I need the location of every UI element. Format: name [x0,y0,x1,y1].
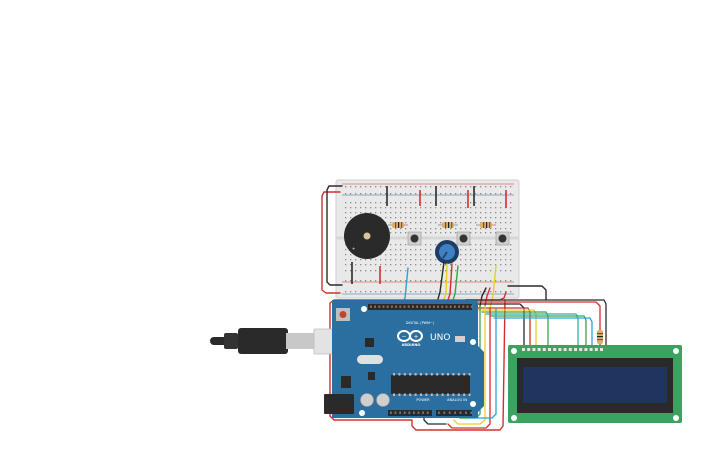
resistor-2[interactable] [438,222,458,228]
lcd-16x2[interactable] [508,345,682,423]
arduino-logo: − + [397,330,423,342]
svg-text:−: − [401,333,406,340]
pushbutton-1[interactable] [407,231,422,246]
digital-header-label: DIGITAL (PWM~) [406,321,435,325]
analog-header [436,410,472,416]
breadboard-jumpers [351,186,507,284]
pushbutton-3[interactable] [495,231,510,246]
analog-label: ANALOG IN [447,398,467,402]
atmega-chip [391,375,470,394]
power-label: POWER [416,398,430,402]
lcd-resistor[interactable] [597,330,603,344]
pushbutton-2[interactable] [456,231,471,246]
usb-cable[interactable] [210,328,351,355]
piezo-buzzer[interactable]: + [344,213,390,259]
svg-text:+: + [413,334,418,341]
power-jack [324,394,354,414]
digital-header [368,304,472,310]
potentiometer[interactable] [435,240,459,264]
resistor-3[interactable] [476,222,496,228]
svg-text:+: + [352,246,355,251]
lcd-screen [523,367,667,403]
model-label: UNO [430,333,450,343]
arduino-uno[interactable]: DIGITAL (PWM~) − + UNO ARDUINO POWER ANA… [324,300,484,418]
resistor-1[interactable] [388,222,408,228]
brand-label: ARDUINO [402,343,421,347]
